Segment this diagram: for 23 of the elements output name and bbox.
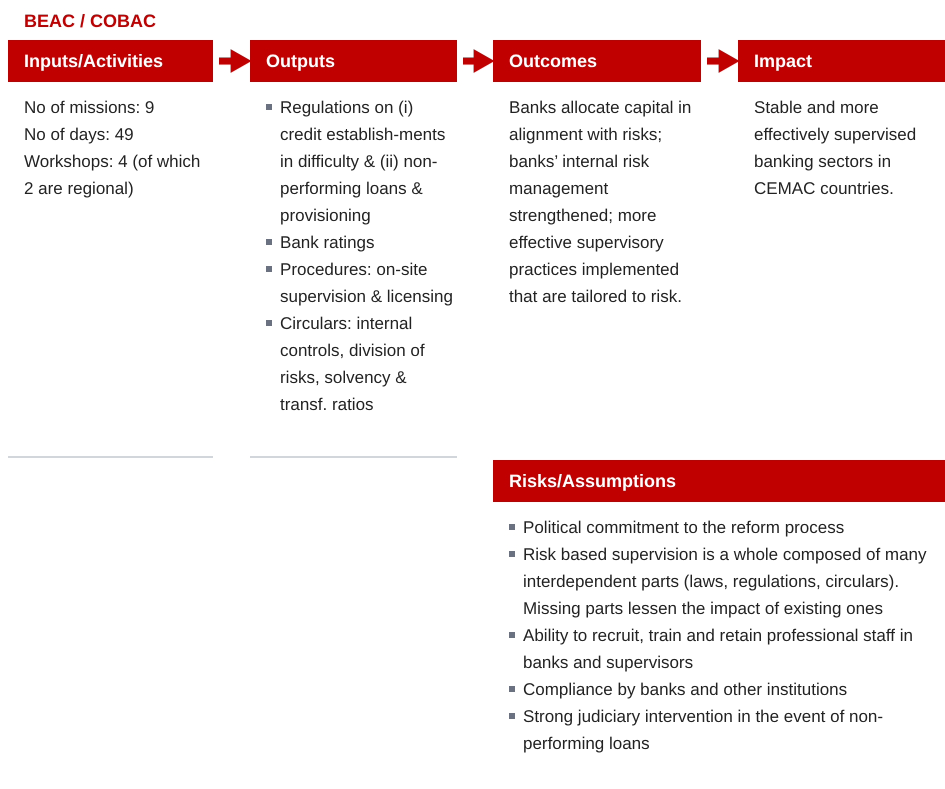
body-text: No of missions: 9 [24, 97, 156, 119]
bullet-text: Bank ratings [280, 232, 374, 254]
body-text: No of days: 49 [24, 124, 135, 146]
bullet-text: Circulars: internal controls, division of risks, solvency & transf. ratios [280, 313, 426, 416]
bullet-text: Compliance by banks and other institutions [523, 679, 848, 701]
bullet-text: Political commitment to the reform process [523, 517, 844, 539]
arrow [463, 49, 495, 73]
header-band: Outputs [250, 40, 457, 82]
header-band: Inputs/Activities [8, 40, 213, 82]
body-text: Workshops: 4 (of which 2 are regional) [24, 151, 202, 200]
bullet-text: Strong judiciary intervention in the event of non-performing loans [523, 706, 884, 755]
arrow [219, 49, 252, 73]
header-band: Risks/Assumptions [493, 460, 945, 502]
body-text: Stable and more effectively supervised banking sectors in CEMAC countries. [754, 97, 918, 200]
arrow [707, 49, 740, 73]
bullet-text: Ability to recruit, train and retain professional staff in banks and supervisors [523, 625, 914, 674]
header-band: Outcomes [493, 40, 701, 82]
title: BEAC / COBAC [24, 10, 156, 33]
bullet-text: Regulations on (i) credit establish-ments in difficulty & (ii) non-performing loans & provisioning [280, 97, 446, 227]
bullet-text: Risk based supervision is a whole composed of many interdependent parts (laws, regulations, circulars). Missing parts lessen the impact of existing ones [523, 544, 928, 620]
header-band: Impact [738, 40, 945, 82]
body-text: Banks allocate capital in alignment with risks; banks’ internal risk management strengthened; more effective supervisory practices implemented that are tailored to risk. [509, 97, 692, 308]
bullet-text: Procedures: on-site supervision & licensing [280, 259, 453, 308]
